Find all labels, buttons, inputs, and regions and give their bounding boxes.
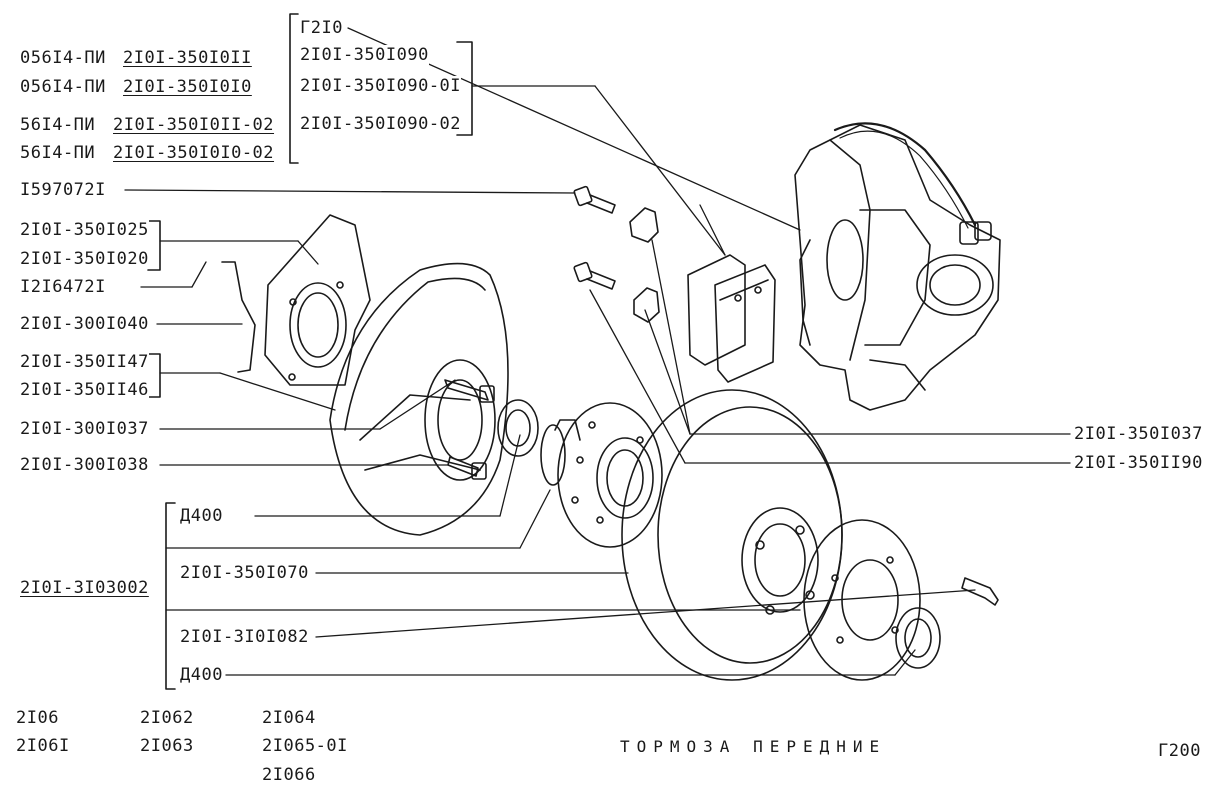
- label-2101-3501025: 2I0I-350I025: [20, 220, 149, 240]
- label-056-10: 056I4-ПИ: [20, 77, 106, 97]
- page-title: ТОРМОЗА ПЕРЕДНИЕ: [620, 737, 887, 757]
- label-d400-upper: Д400: [180, 506, 223, 526]
- bearings-drawing: [497, 399, 941, 669]
- label-2101-3501190: 2I0I-350II90: [1074, 453, 1203, 473]
- model-col2-row2: 2I063: [140, 736, 194, 756]
- label-56-11: 56I4-ПИ: [20, 115, 96, 135]
- model-col1-row1: 2I06: [16, 708, 59, 728]
- label-2101-3501146: 2I0I-350II46: [20, 380, 149, 400]
- label-g210: Г2I0: [300, 18, 343, 38]
- hub-drawing: [540, 402, 663, 548]
- model-col3-row3: 2I066: [262, 765, 316, 785]
- label-15970721: I597072I: [20, 180, 106, 200]
- label-d400-lower: Д400: [180, 665, 223, 685]
- label-56-10: 56I4-ПИ: [20, 143, 96, 163]
- label-2101-3501011: 2I0I-350I0II: [123, 48, 252, 68]
- bolts-drawing: [573, 185, 999, 606]
- model-col2-row1: 2I062: [140, 708, 194, 728]
- model-col1-row2: 2I06I: [16, 736, 70, 756]
- model-col3-row1: 2I064: [262, 708, 316, 728]
- brake-disc-drawing: [621, 389, 843, 681]
- splash-guard-drawing: [221, 214, 509, 536]
- label-2101-3501090-02: 2I0I-350I090-02: [300, 114, 462, 134]
- label-2101-3101082: 2I0I-3I0I082: [180, 627, 309, 647]
- label-2101-3501011-02: 2I0I-350I0II-02: [113, 115, 275, 135]
- hub-face-drawing: [803, 519, 921, 681]
- caliper-drawing: [794, 122, 1001, 411]
- label-2101-3001038: 2I0I-300I038: [20, 455, 149, 475]
- label-2101-3501070: 2I0I-350I070: [180, 563, 309, 583]
- brake-pads-drawing: [687, 254, 776, 383]
- label-2101-3501020: 2I0I-350I020: [20, 249, 149, 269]
- label-2101-3501090: 2I0I-350I090: [300, 45, 429, 65]
- page-code: Г200: [1158, 741, 1201, 761]
- label-2101-3501090-01: 2I0I-350I090-0I: [300, 76, 462, 96]
- bracket-lines: [147, 13, 473, 690]
- model-col3-row2: 2I065-0I: [262, 736, 348, 756]
- label-12164721: I2I6472I: [20, 277, 106, 297]
- label-2101-3501010: 2I0I-350I0I0: [123, 77, 252, 97]
- label-056-11: 056I4-ПИ: [20, 48, 106, 68]
- studs-drawing: [444, 379, 495, 480]
- label-2101-3501147: 2I0I-350II47: [20, 352, 149, 372]
- label-2101-3103002: 2I0I-3I03002: [20, 578, 149, 598]
- label-2101-3001037: 2I0I-300I037: [20, 419, 149, 439]
- label-2101-3501037: 2I0I-350I037: [1074, 424, 1203, 444]
- label-2101-3001040: 2I0I-300I040: [20, 314, 149, 334]
- label-2101-3501010-02: 2I0I-350I0I0-02: [113, 143, 275, 163]
